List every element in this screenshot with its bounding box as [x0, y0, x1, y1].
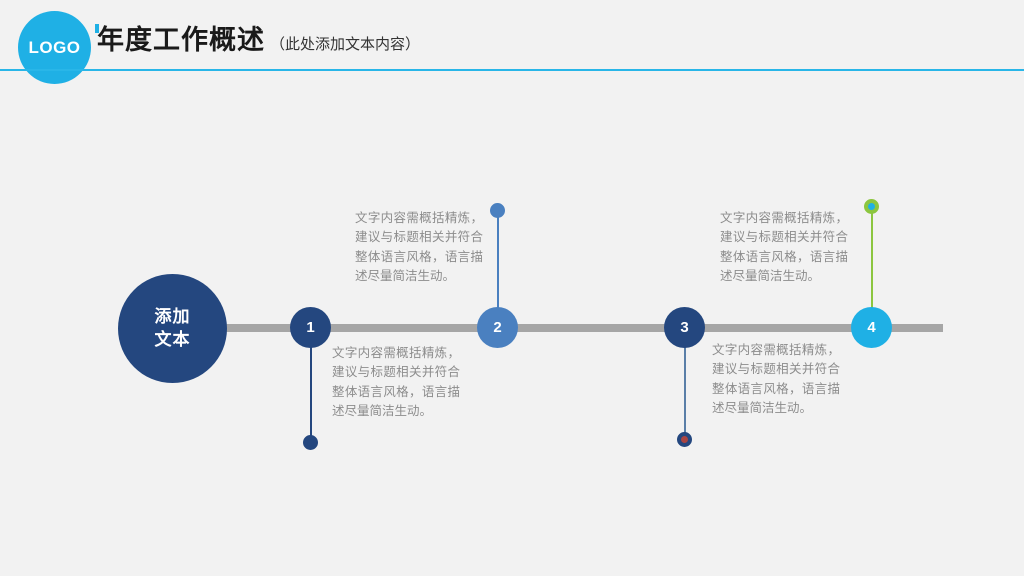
- endcap-4: [864, 199, 879, 214]
- endcap-1: [303, 435, 318, 450]
- hub-label-line-2: 文本: [154, 329, 191, 349]
- timeline-caption-3: 文字内容需概括精炼，建议与标题相关并符合整体语言风格，语言描述尽量简洁生动。: [712, 343, 840, 416]
- stem-1: [310, 344, 312, 439]
- stem-3: [684, 344, 686, 436]
- hub-label-line-1: 添加: [154, 306, 191, 326]
- timeline-node-4[interactable]: 4: [851, 307, 892, 348]
- slide-header: LOGO 年度工作概述 （此处添加文本内容）: [0, 0, 1024, 84]
- endcap-3: [677, 432, 692, 447]
- timeline-node-1[interactable]: 1: [290, 307, 331, 348]
- logo-badge[interactable]: LOGO: [18, 11, 91, 84]
- timeline-caption-4: 文字内容需概括精炼，建议与标题相关并符合整体语言风格，语言描述尽量简洁生动。: [720, 211, 848, 284]
- page-title-main: 年度工作概述: [97, 25, 265, 55]
- stem-2: [497, 215, 499, 310]
- timeline-node-1-number: 1: [306, 319, 315, 336]
- page-title-subtitle: （此处添加文本内容）: [270, 36, 421, 53]
- timeline-node-3-number: 3: [680, 319, 689, 336]
- logo-label: LOGO: [28, 37, 81, 57]
- timeline-node-2[interactable]: 2: [477, 307, 518, 348]
- timeline-caption-2: 文字内容需概括精炼，建议与标题相关并符合整体语言风格，语言描述尽量简洁生动。: [355, 211, 483, 284]
- timeline-hub-circle[interactable]: 添加 文本: [118, 274, 227, 383]
- title-accent-mark: [95, 24, 99, 33]
- stem-4: [871, 212, 873, 310]
- header-divider: [0, 69, 1024, 71]
- timeline-node-4-number: 4: [867, 319, 876, 336]
- timeline-axis-bar: [150, 324, 943, 332]
- page-title: 年度工作概述 （此处添加文本内容）: [97, 27, 420, 54]
- timeline-node-3[interactable]: 3: [664, 307, 705, 348]
- timeline-node-2-number: 2: [493, 319, 502, 336]
- timeline-caption-1: 文字内容需概括精炼，建议与标题相关并符合整体语言风格，语言描述尽量简洁生动。: [332, 346, 460, 419]
- endcap-2: [490, 203, 505, 218]
